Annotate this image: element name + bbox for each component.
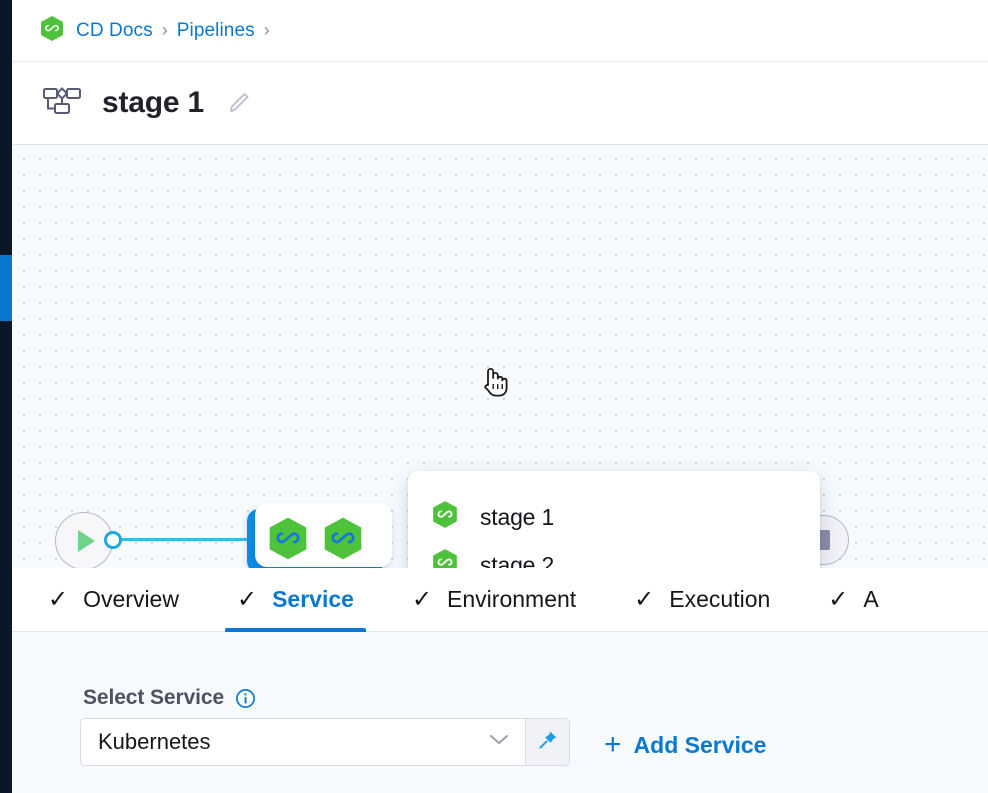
page-title: stage 1 — [102, 86, 204, 119]
service-select-value: Kubernetes — [98, 729, 211, 754]
stop-bar-icon — [818, 530, 830, 550]
pipeline-start-node[interactable] — [55, 512, 113, 568]
check-icon: ✓ — [411, 585, 433, 613]
left-nav-rail-active-indicator[interactable] — [0, 255, 12, 321]
check-icon: ✓ — [48, 585, 69, 613]
chevron-down-icon — [489, 733, 509, 751]
breadcrumb: CD Docs › Pipelines › — [12, 0, 988, 62]
tab-label: Environment — [447, 586, 577, 612]
check-icon: ✓ — [236, 585, 258, 613]
harness-cd-hexagon-icon-2 — [432, 548, 458, 568]
popover-item-label-2: stage 2 — [480, 551, 555, 569]
stage-config-tabs: ✓ Overview ✓ Service ✓ Environment ✓ Exe… — [12, 568, 988, 632]
select-service-label-row: Select Service — [83, 686, 256, 710]
page-header: stage 1 — [12, 62, 988, 145]
harness-cd-hexagon-icon — [432, 500, 458, 534]
pipeline-canvas[interactable]: stage 1 + 1 more stages Add Stage stage … — [12, 145, 988, 568]
breadcrumb-link-cd-docs[interactable]: CD Docs — [76, 19, 153, 41]
check-icon: ✓ — [828, 585, 849, 613]
info-circle-icon[interactable] — [235, 688, 256, 709]
connector-line — [120, 538, 250, 541]
stage-list-popover: stage 1 stage 2 — [408, 471, 820, 568]
stage-group-node[interactable] — [247, 503, 392, 568]
breadcrumb-link-pipelines[interactable]: Pipelines — [176, 19, 255, 41]
pencil-edit-icon[interactable] — [226, 90, 252, 116]
tab-label: Service — [272, 586, 354, 612]
breadcrumb-separator: › — [161, 20, 168, 40]
tab-execution[interactable]: ✓ Execution — [634, 568, 770, 632]
tab-label: A — [863, 586, 879, 612]
start-node-connector-dot[interactable] — [104, 531, 122, 549]
popover-item-stage-2[interactable]: stage 2 — [408, 541, 820, 568]
tab-service[interactable]: ✓ Service — [224, 568, 366, 632]
popover-item-stage-1[interactable]: stage 1 — [408, 493, 820, 541]
select-service-control: Kubernetes — [80, 718, 570, 766]
tab-advanced[interactable]: ✓ A — [828, 568, 878, 632]
pin-button[interactable] — [526, 718, 570, 766]
tab-label: Overview — [83, 586, 179, 612]
service-select-input[interactable]: Kubernetes — [80, 718, 526, 766]
tab-label: Execution — [669, 586, 771, 612]
harness-cd-hexagon-icon — [40, 15, 64, 47]
pipeline-stage-diagram-icon — [42, 85, 82, 122]
add-service-button[interactable]: + Add Service — [604, 730, 766, 760]
play-triangle-icon — [77, 530, 95, 552]
left-nav-rail — [0, 0, 12, 793]
popover-item-label: stage 1 — [480, 503, 555, 530]
select-service-label: Select Service — [83, 686, 225, 709]
harness-cd-hexagon-icon-2 — [323, 516, 363, 566]
plus-icon: + — [604, 728, 622, 761]
breadcrumb-separator-2: › — [263, 20, 270, 40]
add-service-label: Add Service — [633, 731, 767, 758]
pin-icon — [537, 729, 559, 756]
service-form-panel: Select Service — [12, 632, 988, 793]
harness-cd-hexagon-icon — [268, 516, 308, 566]
check-icon: ✓ — [634, 585, 655, 613]
tab-environment[interactable]: ✓ Environment — [412, 568, 576, 632]
tab-overview[interactable]: ✓ Overview — [48, 568, 179, 632]
